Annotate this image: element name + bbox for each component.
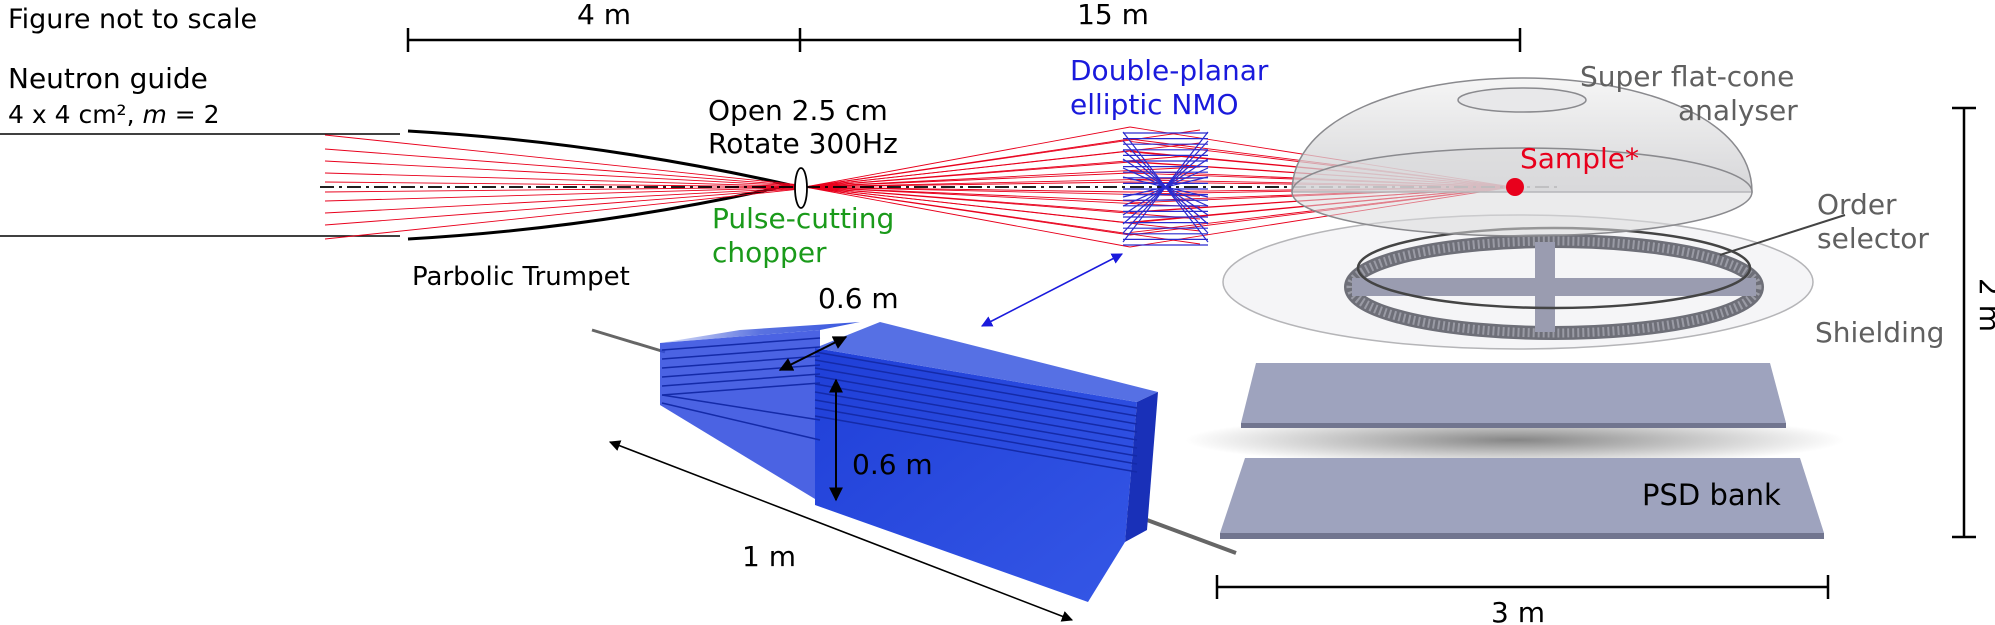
nmo-block-slat xyxy=(814,391,1138,449)
neutron-guide-title: Neutron guide xyxy=(8,62,208,95)
beam-ray xyxy=(804,186,1131,248)
chopper-rotate-label: Rotate 300Hz xyxy=(708,127,898,160)
nmo-block-slat xyxy=(661,402,821,441)
beam-ray xyxy=(324,172,796,187)
distance-bar-4m xyxy=(406,28,1522,52)
beam-ray xyxy=(804,129,1201,188)
neutron-guide-size: 4 x 4 cm², m = 2 xyxy=(8,100,220,129)
chopper-name-line2: chopper xyxy=(712,236,827,269)
distance-15m-label: 15 m xyxy=(1077,0,1149,31)
nmo-mirror-plates xyxy=(1122,131,1209,246)
chopper-open-label: Open 2.5 cm xyxy=(708,94,888,127)
analyser-label-line1: Super flat-cone xyxy=(1580,60,1794,93)
nmo-block-slat xyxy=(814,375,1138,433)
distance-4m-label: 4 m xyxy=(577,0,631,31)
nmo-block-slat xyxy=(814,351,1138,409)
nmo-label-line1: Double-planar xyxy=(1070,54,1269,87)
nmo-zoom-link-arrow xyxy=(981,253,1123,327)
beam-ray xyxy=(324,160,796,187)
neutron-guide-m: m xyxy=(142,100,166,129)
nmo-block-slat xyxy=(661,373,821,387)
detector-width-label: 3 m xyxy=(1491,596,1545,625)
beam-ray xyxy=(804,166,1201,188)
nmo-block-slat xyxy=(661,394,821,421)
beam-ray xyxy=(324,189,796,240)
psd-bank-upper-plate xyxy=(1241,363,1786,428)
shielding-label: Shielding xyxy=(1815,316,1944,349)
beam-ray xyxy=(804,186,1201,208)
neutron-guide xyxy=(0,133,400,237)
nmo-block-slat xyxy=(814,359,1138,417)
beam-ray xyxy=(324,148,796,186)
beam-ray xyxy=(804,126,1131,188)
scale-note: Figure not to scale xyxy=(8,4,257,35)
beam-ray xyxy=(804,186,1201,245)
chopper-disc xyxy=(794,167,808,209)
order-selector xyxy=(1344,226,1764,340)
order-selector-label-line2: selector xyxy=(1817,222,1929,255)
beam-ray xyxy=(324,187,796,214)
beam-ray xyxy=(324,187,796,202)
analyser-label-line2: analyser xyxy=(1678,94,1798,127)
nmo-block-slat xyxy=(814,367,1138,425)
order-selector-leader xyxy=(1719,214,1846,256)
beam-ray xyxy=(324,181,796,188)
beam-ray xyxy=(324,188,796,226)
sample-point xyxy=(1506,178,1524,196)
neutron-guide-size-prefix: 4 x 4 cm², xyxy=(8,100,135,129)
detector-height-label: 2 m xyxy=(1973,278,1995,332)
nmo-block-slat xyxy=(814,383,1138,441)
nmo-label-line2: elliptic NMO xyxy=(1070,88,1239,121)
nmo-height-label: 0.6 m xyxy=(852,448,933,481)
detector-height-bar xyxy=(1952,106,1976,539)
nmo-width-arrow xyxy=(778,336,848,371)
neutron-guide-m-value: = 2 xyxy=(175,100,220,129)
psd-bank-label: PSD bank xyxy=(1642,478,1781,512)
nmo-plate-cross xyxy=(1122,131,1209,243)
beam-ray xyxy=(324,134,796,185)
nmo-block-slat xyxy=(661,382,821,396)
nmo-length-arrow xyxy=(608,440,1074,622)
chopper-name-line1: Pulse-cutting xyxy=(712,202,894,235)
trumpet-label: Parbolic Trumpet xyxy=(412,262,630,292)
psd-bank-lower-plate xyxy=(1220,458,1824,539)
detector-width-bar xyxy=(1215,575,1830,599)
order-selector-label-line1: Order xyxy=(1817,188,1897,221)
sample-label: Sample* xyxy=(1520,142,1639,175)
nmo-length-label: 1 m xyxy=(742,540,796,573)
beam-ray xyxy=(804,186,1201,232)
beam-ray xyxy=(324,186,796,193)
nmo-block-slat xyxy=(814,399,1138,457)
nmo-block-slat xyxy=(814,407,1138,465)
nmo-width-label: 0.6 m xyxy=(818,282,899,315)
